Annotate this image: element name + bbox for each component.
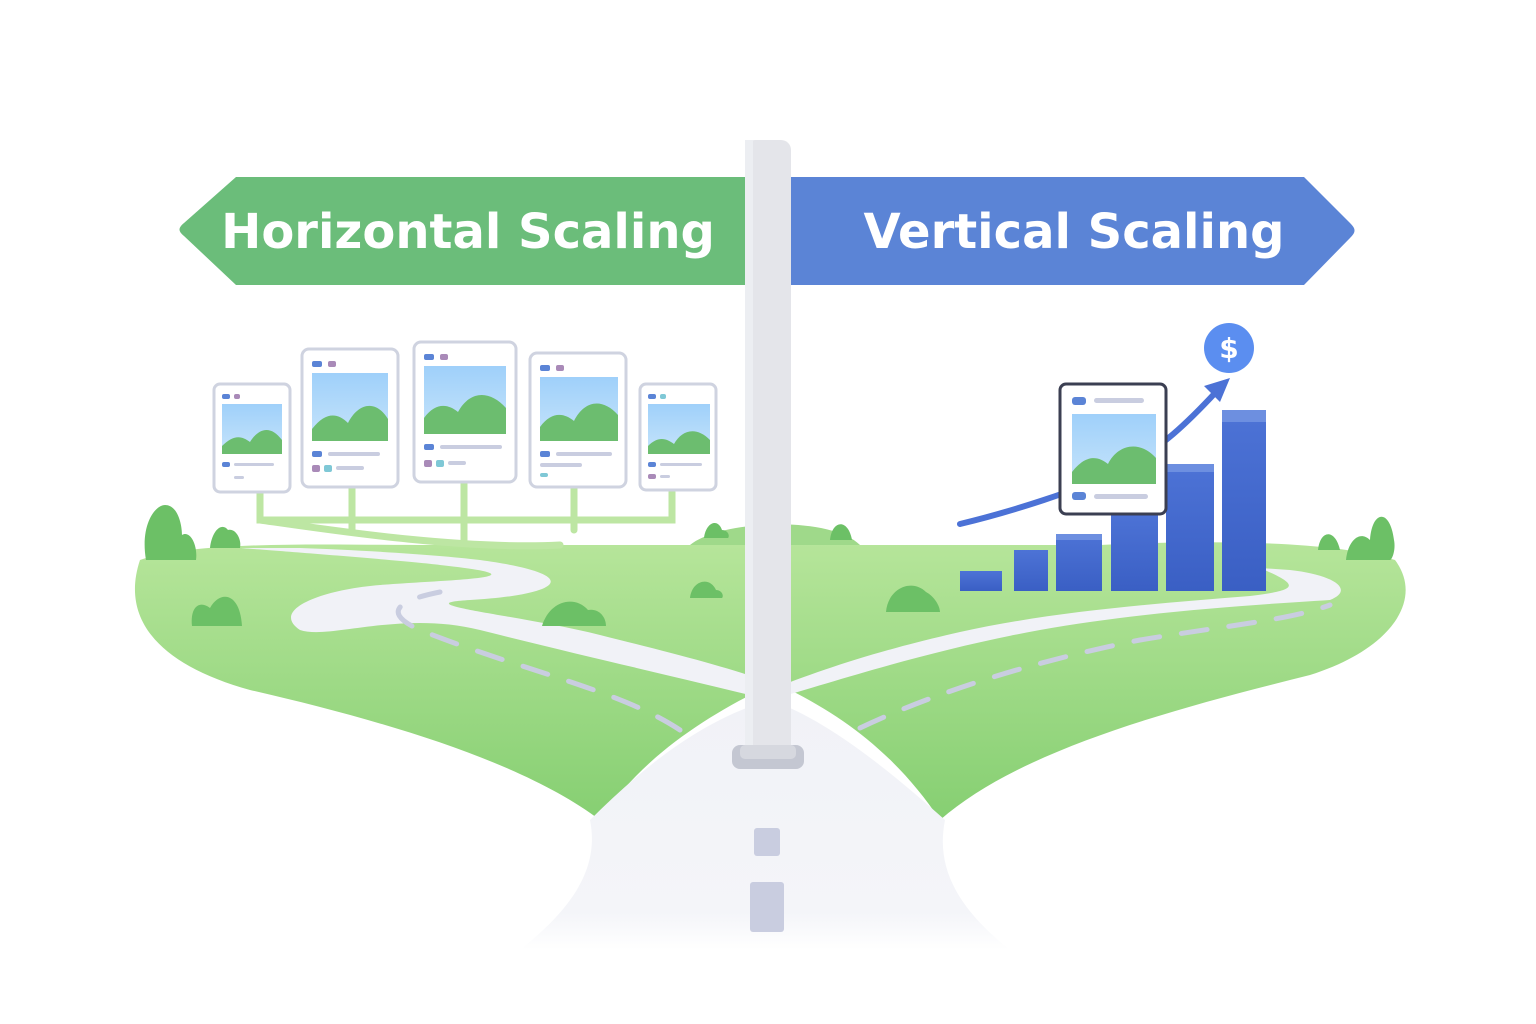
horizontal-scaling-label: Horizontal Scaling — [221, 204, 715, 260]
signpost: Horizontal Scaling Vertical Scaling — [179, 140, 1355, 769]
sign-pole — [745, 140, 791, 760]
server-card-icon — [412, 340, 518, 484]
right-road-dashes — [857, 602, 1333, 731]
left-road — [240, 548, 790, 700]
bar-1 — [960, 571, 1002, 591]
bush-icon — [886, 585, 940, 612]
dollar-coin-icon: $ — [1204, 323, 1254, 373]
right-road — [770, 568, 1341, 700]
vertical-scaling-visual: $ — [957, 323, 1266, 591]
roads — [240, 548, 1341, 950]
server-connectors — [256, 478, 676, 550]
bar-5 — [1166, 464, 1214, 591]
ground — [134, 524, 1406, 820]
server-card-icon — [1058, 382, 1168, 516]
bar-3 — [1056, 534, 1102, 591]
horizontal-servers — [212, 340, 718, 550]
server-card-icon — [638, 382, 718, 492]
bush-icon — [210, 526, 241, 548]
left-sign-board — [179, 177, 750, 285]
server-card-icon — [212, 382, 292, 494]
right-meadow — [790, 542, 1406, 820]
bar-4 — [1111, 512, 1158, 591]
vertical-scaling-sign: Vertical Scaling — [786, 177, 1355, 285]
server-card-icon — [300, 347, 400, 489]
left-meadow — [134, 544, 761, 820]
trend-arrow-head — [1204, 378, 1230, 402]
bar-2 — [1014, 550, 1048, 591]
bush-icon — [1346, 516, 1395, 560]
server-card-icon — [528, 351, 628, 489]
left-road-dashes — [395, 589, 683, 733]
bar-6 — [1222, 410, 1266, 591]
bush-icon — [1318, 534, 1340, 550]
main-road — [520, 700, 1010, 950]
road-dashes — [750, 828, 784, 932]
horizontal-scaling-sign: Horizontal Scaling — [179, 177, 750, 285]
bush-icon — [144, 505, 197, 560]
right-sign-board — [786, 177, 1355, 285]
bush-icon — [542, 601, 606, 626]
bush-icon — [704, 523, 729, 538]
bush-icon — [830, 524, 852, 540]
growth-bars — [960, 410, 1266, 591]
vertical-scaling-label: Vertical Scaling — [863, 204, 1284, 260]
bush-icon — [191, 596, 242, 626]
bush-icon — [690, 581, 723, 598]
bushes — [144, 505, 1395, 626]
dollar-symbol: $ — [1219, 332, 1238, 365]
